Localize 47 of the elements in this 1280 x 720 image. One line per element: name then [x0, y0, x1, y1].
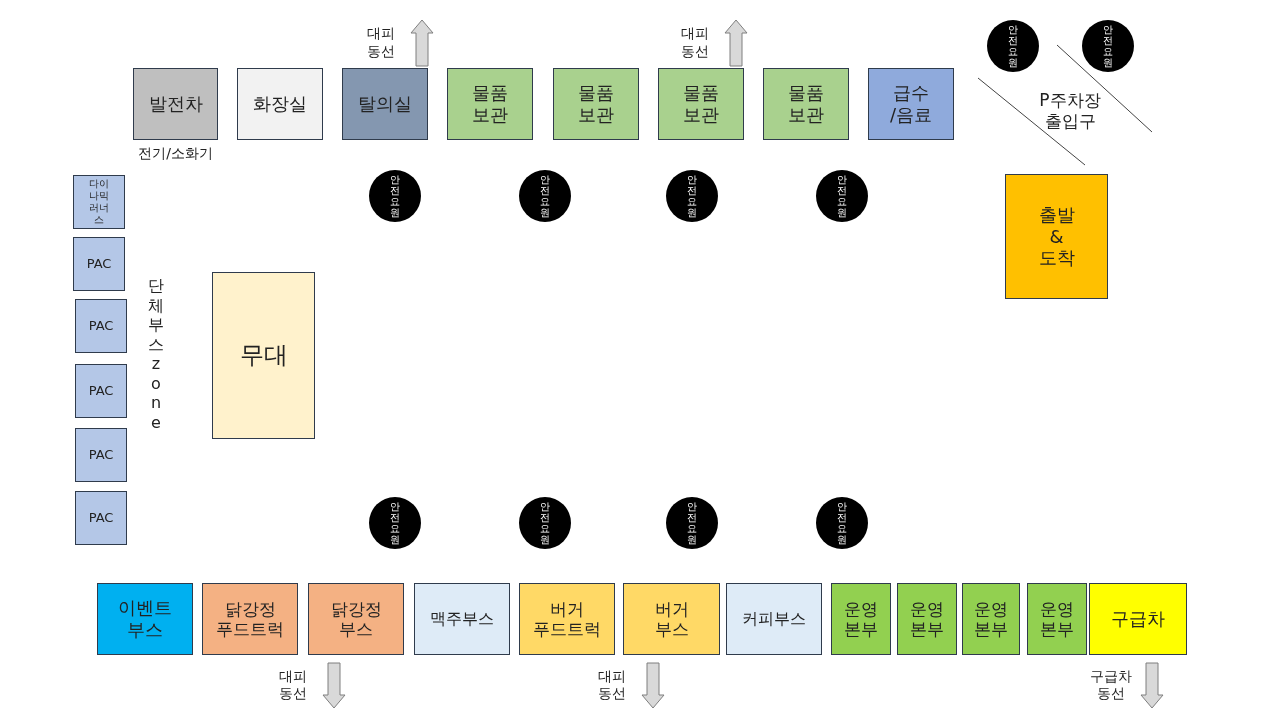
office-box: 운영 본부: [962, 583, 1020, 655]
escape-arrow: [1140, 662, 1164, 709]
staff-circle: 안전요원: [816, 170, 868, 222]
caption-text: 전기/소화기: [137, 145, 214, 163]
booth-box: PAC: [73, 237, 125, 291]
staff-circle: 안전요원: [369, 497, 421, 549]
start-finish-box: 출발 & 도착: [1005, 174, 1108, 299]
ambulance-box: 구급차: [1089, 583, 1187, 655]
facility-box: 화장실: [237, 68, 323, 140]
facility-box: 급수 /음료: [868, 68, 954, 140]
staff-circle: 안전요원: [816, 497, 868, 549]
staff-circle: 안전요원: [519, 170, 571, 222]
booth-box: 닭강정 부스: [308, 583, 404, 655]
staff-circle: 안전요원: [666, 497, 718, 549]
escape-arrow: [641, 662, 665, 709]
zone-label: 단체부스zone: [148, 276, 164, 433]
booth-box: PAC: [75, 299, 127, 353]
escape-arrow: [724, 19, 748, 67]
booth-box: 맥주부스: [414, 583, 510, 655]
stage-box: 무대: [212, 272, 315, 439]
booth-box: PAC: [75, 364, 127, 418]
escape-arrow: [410, 19, 434, 67]
staff-circle: 안전요원: [1082, 20, 1134, 72]
booth-box: 이벤트 부스: [97, 583, 193, 655]
staff-circle: 안전요원: [666, 170, 718, 222]
staff-circle: 안전요원: [369, 170, 421, 222]
booth-box: 버거 부스: [623, 583, 720, 655]
facility-box: 물품 보관: [553, 68, 639, 140]
booth-box: PAC: [75, 491, 127, 545]
booth-box: 다이나믹러너스: [73, 175, 125, 229]
facility-box: 발전차: [133, 68, 218, 140]
booth-box: 커피부스: [726, 583, 822, 655]
booth-box: PAC: [75, 428, 127, 482]
facility-box: 물품 보관: [658, 68, 744, 140]
staff-circle: 안전요원: [987, 20, 1039, 72]
office-box: 운영 본부: [831, 583, 891, 655]
booth-box: 닭강정 푸드트럭: [202, 583, 298, 655]
booth-box: 버거 푸드트럭: [519, 583, 615, 655]
office-box: 운영 본부: [897, 583, 957, 655]
facility-box: 물품 보관: [447, 68, 533, 140]
escape-arrow: [322, 662, 346, 709]
facility-box: 물품 보관: [763, 68, 849, 140]
area-label: P주차장 출입구: [1038, 90, 1102, 133]
staff-circle: 안전요원: [519, 497, 571, 549]
facility-box: 탈의실: [342, 68, 428, 140]
office-box: 운영 본부: [1027, 583, 1087, 655]
edge-label: 구급차 동선: [1088, 667, 1134, 703]
